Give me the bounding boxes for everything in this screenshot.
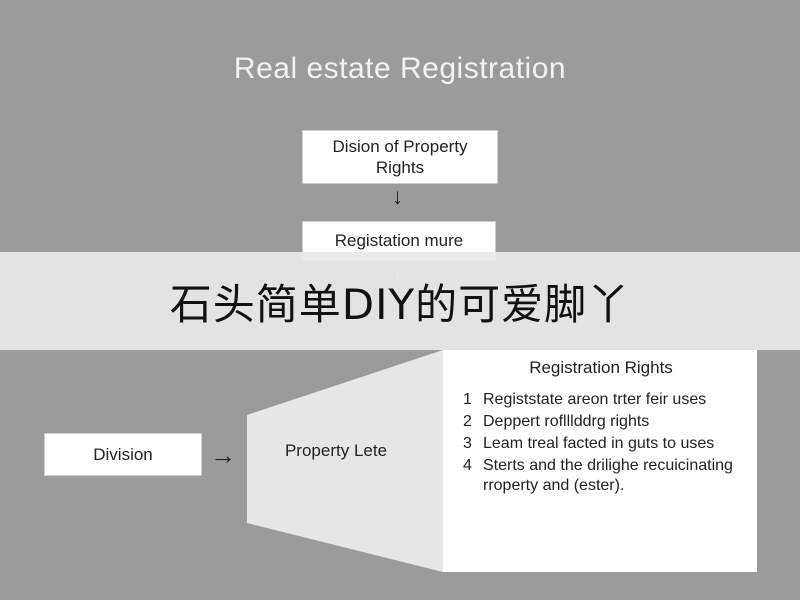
panel-title: Registration Rights [529, 358, 673, 377]
list-item-number: 3 [463, 435, 472, 452]
node-division-of-property-rights-label: Dision of Property Rights [332, 137, 468, 177]
rights-list: 1 Registstate areon trter feir uses 2 De… [463, 390, 739, 496]
arrow-down-icon: ↓ [392, 184, 403, 209]
arrow-right-icon: → [210, 440, 236, 470]
list-item-number: 2 [463, 413, 472, 430]
registration-rights-panel: Registration Rights 1 Registstate areon … [443, 350, 757, 572]
list-item-text: Leam treal facted in guts to uses [483, 435, 715, 452]
diagram-title: Real estate Registration [233, 52, 567, 85]
node-property-label: Property Lete [284, 441, 388, 460]
list-item-text: Deppert roflllddrg rights [483, 413, 650, 430]
list-item: 4 Sterts and the drilighe recuicinating … [463, 456, 739, 496]
list-item-number: 4 [463, 457, 472, 474]
list-item-text: Sterts and the drilighe recuicinating rr… [483, 457, 733, 494]
node-division-label: Division [93, 444, 153, 464]
overlay-banner: 石头简单DIY的可爱脚丫 [0, 252, 800, 350]
node-division-of-property-rights: Dision of Property Rights [302, 130, 498, 184]
node-division: Division [44, 433, 202, 476]
banner-text: 石头简单DIY的可爱脚丫 [169, 279, 631, 329]
list-item: 2 Deppert roflllddrg rights [463, 412, 739, 432]
list-item-number: 1 [463, 391, 472, 408]
list-item-text: Registstate areon trter feir uses [483, 391, 707, 408]
node-registration-procedure-label: Registation mure [334, 231, 464, 250]
list-item: 1 Registstate areon trter feir uses [463, 390, 739, 410]
list-item: 3 Leam treal facted in guts to uses [463, 434, 739, 454]
funnel-shape [247, 350, 443, 572]
